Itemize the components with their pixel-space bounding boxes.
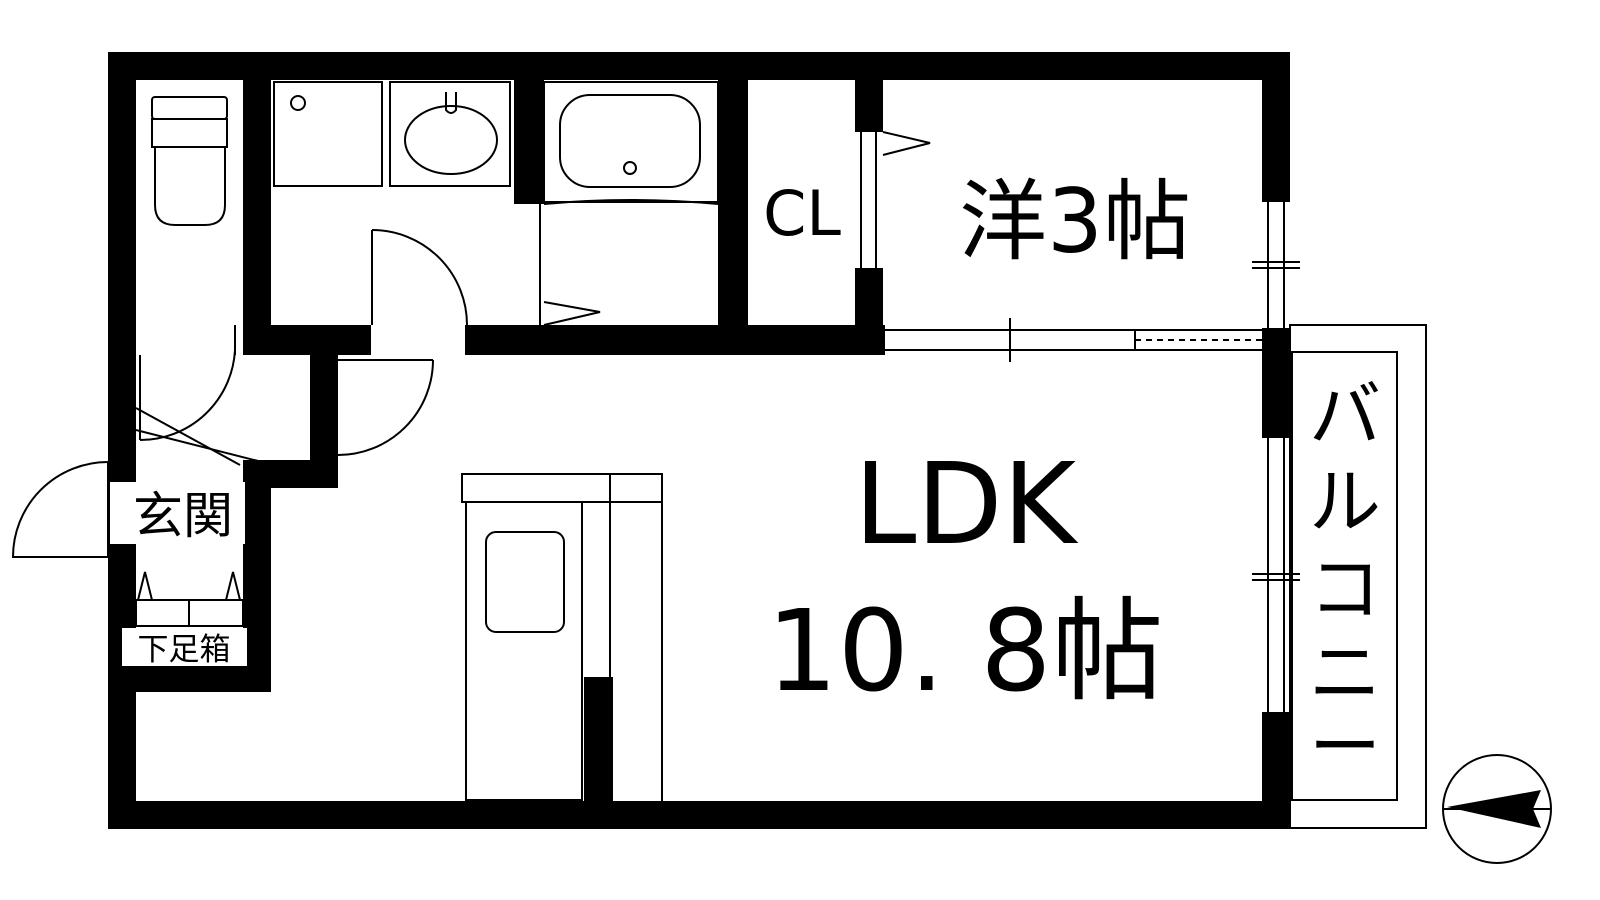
balcony-label-char: コ <box>1309 547 1381 631</box>
fixtures <box>11 81 1552 864</box>
entrance-label: 玄関 <box>133 487 233 545</box>
balcony-label-char: ル <box>1309 460 1381 544</box>
balcony-label-char: バ <box>1309 373 1381 457</box>
compass-arrow-icon <box>1447 790 1541 828</box>
western-room-label: 洋3帖 <box>959 170 1191 273</box>
ldk-label: LDK <box>854 440 1079 570</box>
closet-label: CL <box>763 177 841 250</box>
balcony-label-char: ー <box>1309 705 1381 789</box>
balcony-label: バ ル コ ニ ー <box>1309 373 1381 789</box>
shoe-box-label: 下足箱 <box>138 632 231 668</box>
balcony-label-char: ニ <box>1309 631 1381 715</box>
ldk-size-label: 10. 8帖 <box>767 587 1164 717</box>
walls <box>108 52 1290 829</box>
